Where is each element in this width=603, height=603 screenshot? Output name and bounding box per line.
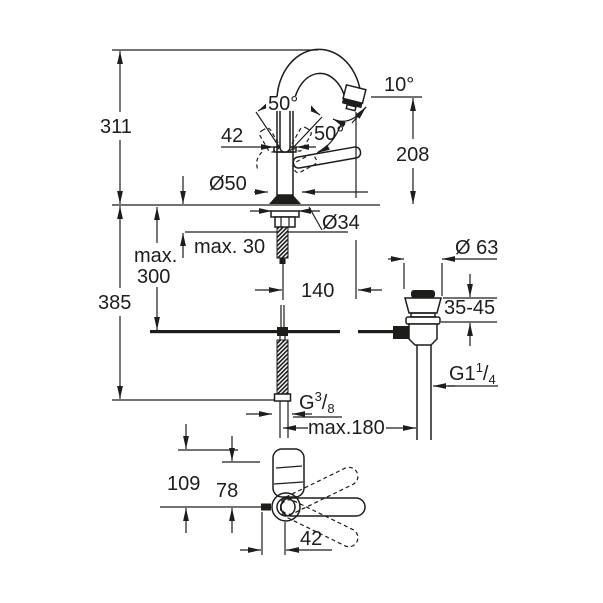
- spout-top-view: [272, 448, 305, 498]
- dim-total-depth: 109: [167, 424, 200, 533]
- front-view: 311 385 max. 300 max. 30 Ø34: [98, 48, 429, 439]
- aerator: [341, 83, 367, 112]
- faucet-body: [276, 151, 294, 196]
- lever-dashed-positions: [256, 126, 318, 174]
- dim-label-42-bottom: 42: [300, 528, 322, 550]
- dim-outlet-height: 208: [396, 98, 429, 204]
- dim-spout-reach: 140: [255, 262, 382, 302]
- hose-nut: [273, 393, 292, 402]
- horizontal-rod-left: [150, 330, 340, 334]
- dim-label-max180: max.180: [308, 417, 385, 439]
- dim-lever-angle-side: 50°: [292, 123, 362, 169]
- lever-angle-line-right: [289, 116, 323, 152]
- dim-waste-thread: G11/4: [433, 360, 498, 389]
- top-view: 109 78 42: [160, 424, 366, 555]
- dim-handle-offset: 42: [240, 512, 332, 555]
- dim-hole-diameter: Ø34: [250, 206, 360, 234]
- shank-tip: [279, 258, 286, 264]
- dim-label-208: 208: [396, 144, 429, 166]
- dim-counter-thickness: max. 30: [180, 176, 265, 258]
- dim-hose-length: max.180: [283, 417, 416, 439]
- dim-label-300: 300: [137, 266, 170, 288]
- faucet-top-view: [261, 448, 366, 548]
- dim-spout-depth: 78: [216, 436, 238, 533]
- dim-outlet-angle: 10°: [332, 74, 422, 128]
- pop-up-rod: [150, 305, 395, 336]
- handle-dashed-down: [279, 499, 359, 548]
- dim-label-50deg-top: 50°: [268, 93, 298, 115]
- base-escutcheon: [269, 195, 301, 204]
- dim-label-10deg: 10°: [384, 74, 414, 96]
- lever-side-position: [292, 146, 362, 169]
- dim-body-width: 42: [221, 125, 316, 150]
- dim-label-140: 140: [301, 280, 334, 302]
- dim-overall-height: 311: [100, 51, 132, 204]
- dim-label-dia63: Ø 63: [455, 237, 498, 259]
- dim-max-depth: max. 300: [134, 207, 177, 330]
- rod-port: [393, 326, 409, 339]
- dim-label-311: 311: [100, 116, 132, 138]
- body-circle-outer: [271, 492, 301, 522]
- handle-dashed-up: [279, 466, 359, 515]
- supply-hose: [273, 336, 292, 438]
- hose-braid: [276, 339, 289, 395]
- dim-supply-thread: G3/8: [246, 389, 342, 418]
- dim-label-max: max.: [134, 245, 177, 267]
- dim-label-385: 385: [98, 292, 131, 314]
- dim-mounting-range: 35-45: [441, 274, 497, 346]
- dim-label-50deg-side: 50°: [314, 123, 344, 145]
- dim-label-78: 78: [216, 480, 238, 502]
- waste-body: [408, 323, 438, 346]
- rod-pin: [261, 503, 271, 511]
- dim-lever-angle-top: 50°: [257, 93, 321, 116]
- dim-escutcheon-diameter: Ø50: [209, 173, 368, 195]
- waste-fitting: [393, 290, 442, 440]
- lever-angle-line-left: [255, 111, 283, 152]
- horizontal-rod-right: [358, 330, 395, 334]
- waste-cap: [411, 290, 435, 298]
- body-circle-inner: [276, 497, 296, 517]
- dim-label-g38: G3/8: [299, 389, 335, 416]
- waste-collar: [405, 316, 441, 325]
- dim-label-dia34: Ø34: [322, 212, 360, 234]
- waste-fitting-view: Ø 63 35-45 G11/4: [388, 237, 498, 440]
- dim-flange-diameter: Ø 63: [388, 237, 498, 296]
- washer: [270, 210, 300, 218]
- dim-label-35-45: 35-45: [444, 297, 495, 319]
- dim-label-dia50: Ø50: [209, 173, 247, 195]
- mounting-nut: [274, 216, 296, 228]
- dim-label-max30: max. 30: [194, 236, 265, 258]
- dim-label-109: 109: [167, 473, 200, 495]
- waste-flange: [404, 297, 442, 314]
- dim-height-below-counter: 385: [98, 206, 131, 399]
- mounting-hardware: [270, 210, 300, 264]
- dim-label-42-top: 42: [221, 125, 243, 147]
- dim-label-g114: G11/4: [449, 360, 496, 387]
